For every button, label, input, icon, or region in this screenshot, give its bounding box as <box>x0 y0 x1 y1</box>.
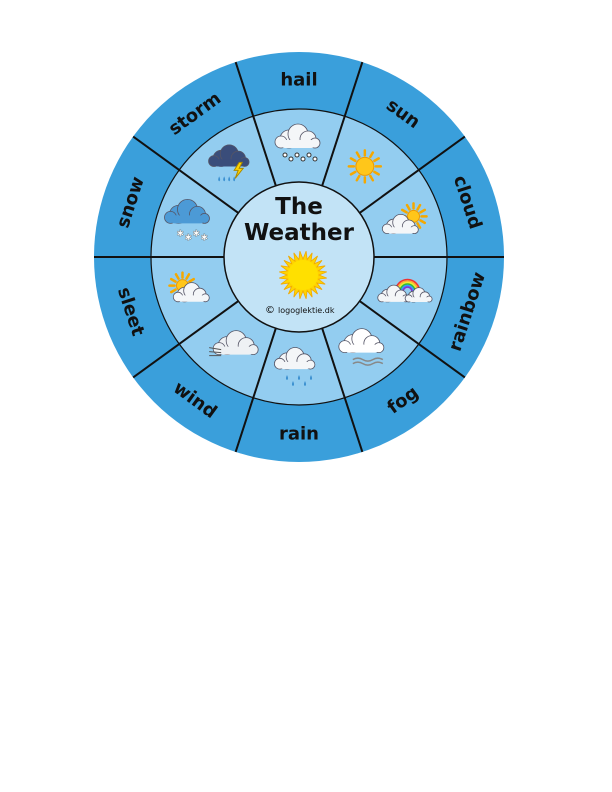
segment-divider <box>234 328 277 453</box>
svg-text:✱: ✱ <box>176 229 184 239</box>
hail-cloud-icon <box>274 123 321 162</box>
segment-divider <box>321 328 364 453</box>
center-sun-icon <box>279 251 327 299</box>
title-line-2: Weather <box>244 220 355 246</box>
sun-behind-cloud-icon <box>381 202 428 234</box>
svg-text:✱: ✱ <box>184 233 192 243</box>
segment-divider <box>359 135 466 214</box>
title-line-1: The <box>275 194 323 220</box>
segment-label-hail: hail <box>280 70 317 91</box>
segment-divider <box>132 135 239 214</box>
segment-divider <box>359 300 466 379</box>
snow-cloud-icon: ✱✱✱✱ <box>164 198 210 244</box>
rain-cloud-icon <box>273 347 316 386</box>
credit-text: logoglektie.dk <box>278 306 335 315</box>
copyright-icon: © <box>265 305 275 316</box>
sun-icon <box>347 149 383 184</box>
segment-label-rain: rain <box>279 424 319 445</box>
fog-cloud-icon <box>338 328 385 366</box>
svg-text:✱: ✱ <box>192 229 200 239</box>
storm-cloud-icon <box>208 144 250 182</box>
wind-cloud-icon <box>209 330 259 357</box>
rainbow-cloud-icon <box>377 278 433 303</box>
segment-divider <box>132 300 239 379</box>
svg-text:✱: ✱ <box>200 233 208 243</box>
segment-divider <box>321 61 364 186</box>
segment-divider <box>234 61 277 186</box>
sleet-cloud-icon <box>168 271 210 303</box>
